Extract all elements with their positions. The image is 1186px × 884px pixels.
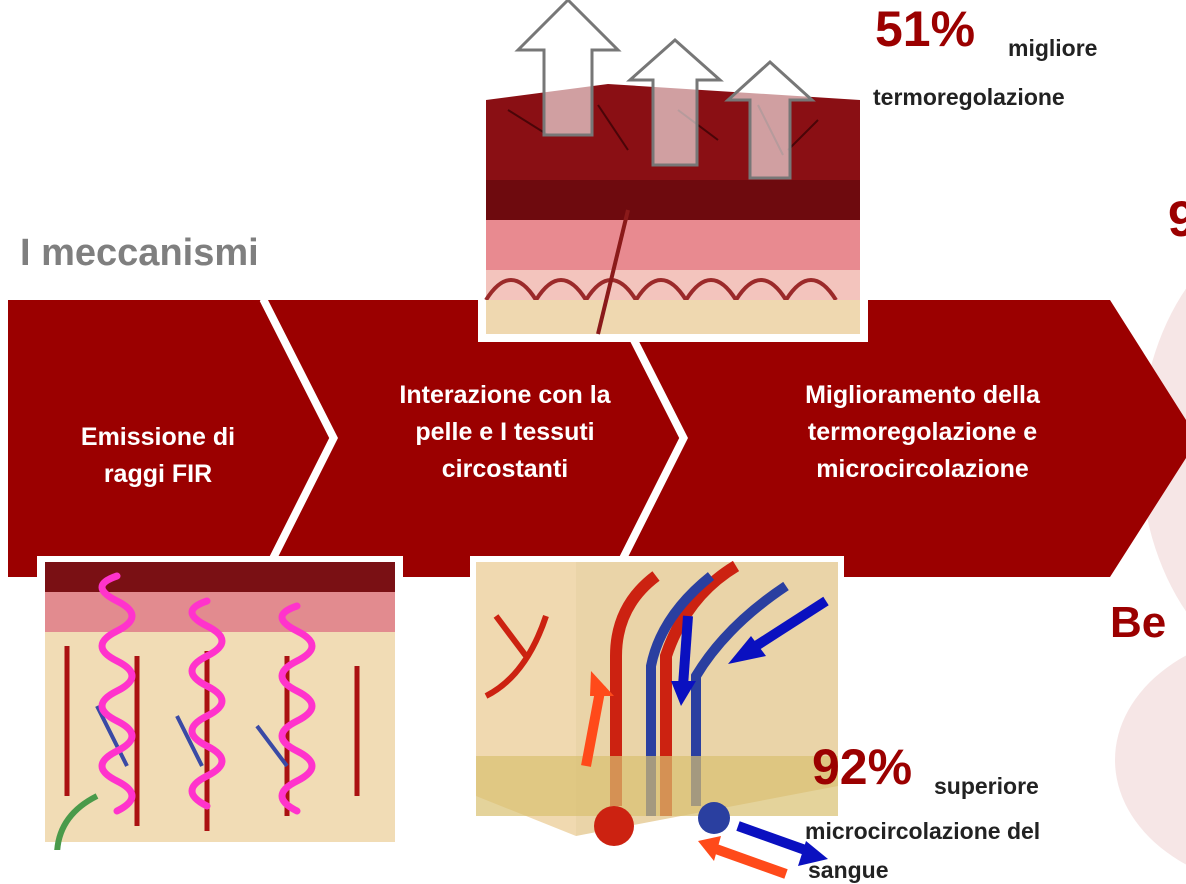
infrared-wave-icon bbox=[98, 572, 316, 815]
step-1-line-1: Emissione di bbox=[80, 423, 236, 451]
cropped-side-text-2: Be bbox=[1110, 598, 1167, 647]
stat-microcirculation-percent: 92% bbox=[812, 739, 913, 795]
step-2-line-3: circostanti bbox=[441, 455, 569, 483]
circulation-arrows-icon bbox=[581, 596, 829, 879]
step-label-2: Interazione con la pelle e I tessuti cir… bbox=[340, 377, 670, 488]
chevron-step-2 bbox=[268, 300, 680, 577]
step-2-line-2: pelle e I tessuti bbox=[415, 418, 595, 446]
stat-thermoregulation-line-1: migliore bbox=[1008, 35, 1098, 61]
chevron-step-1 bbox=[8, 300, 330, 577]
heat-up-arrows-icon bbox=[514, 0, 816, 180]
decor-circle-bottom bbox=[1115, 655, 1186, 865]
chevron-step-3 bbox=[618, 300, 1186, 577]
page-title: I meccanismi bbox=[20, 232, 259, 274]
skin-cross-section-fir-waves bbox=[37, 556, 403, 850]
step-3-line-2: termoregolazione e bbox=[807, 418, 1038, 446]
step-3-line-1: Miglioramento della bbox=[805, 381, 1040, 409]
step-2-line-1: Interazione con la bbox=[399, 381, 611, 409]
stat-thermoregulation-percent: 51% bbox=[875, 1, 976, 57]
step-1-line-2: raggi FIR bbox=[103, 460, 213, 488]
blood-vessels-microcirculation bbox=[470, 556, 844, 884]
stat-thermoregulation-line-2: termoregolazione bbox=[873, 84, 1065, 110]
step-label-1: Emissione di raggi FIR bbox=[48, 419, 268, 493]
stat-microcirculation-line-1: superiore bbox=[934, 773, 1039, 799]
step-3-line-3: microcircolazione bbox=[816, 455, 1029, 483]
stat-microcirculation-line-3: sangue bbox=[808, 857, 889, 883]
stat-microcirculation-line-2: microcircolazione del bbox=[805, 818, 1041, 844]
cropped-side-text-1: 9 bbox=[1168, 191, 1186, 247]
skin-cross-section-thermoregulation bbox=[478, 0, 868, 342]
step-label-3: Miglioramento della termoregolazione e m… bbox=[750, 377, 1095, 488]
